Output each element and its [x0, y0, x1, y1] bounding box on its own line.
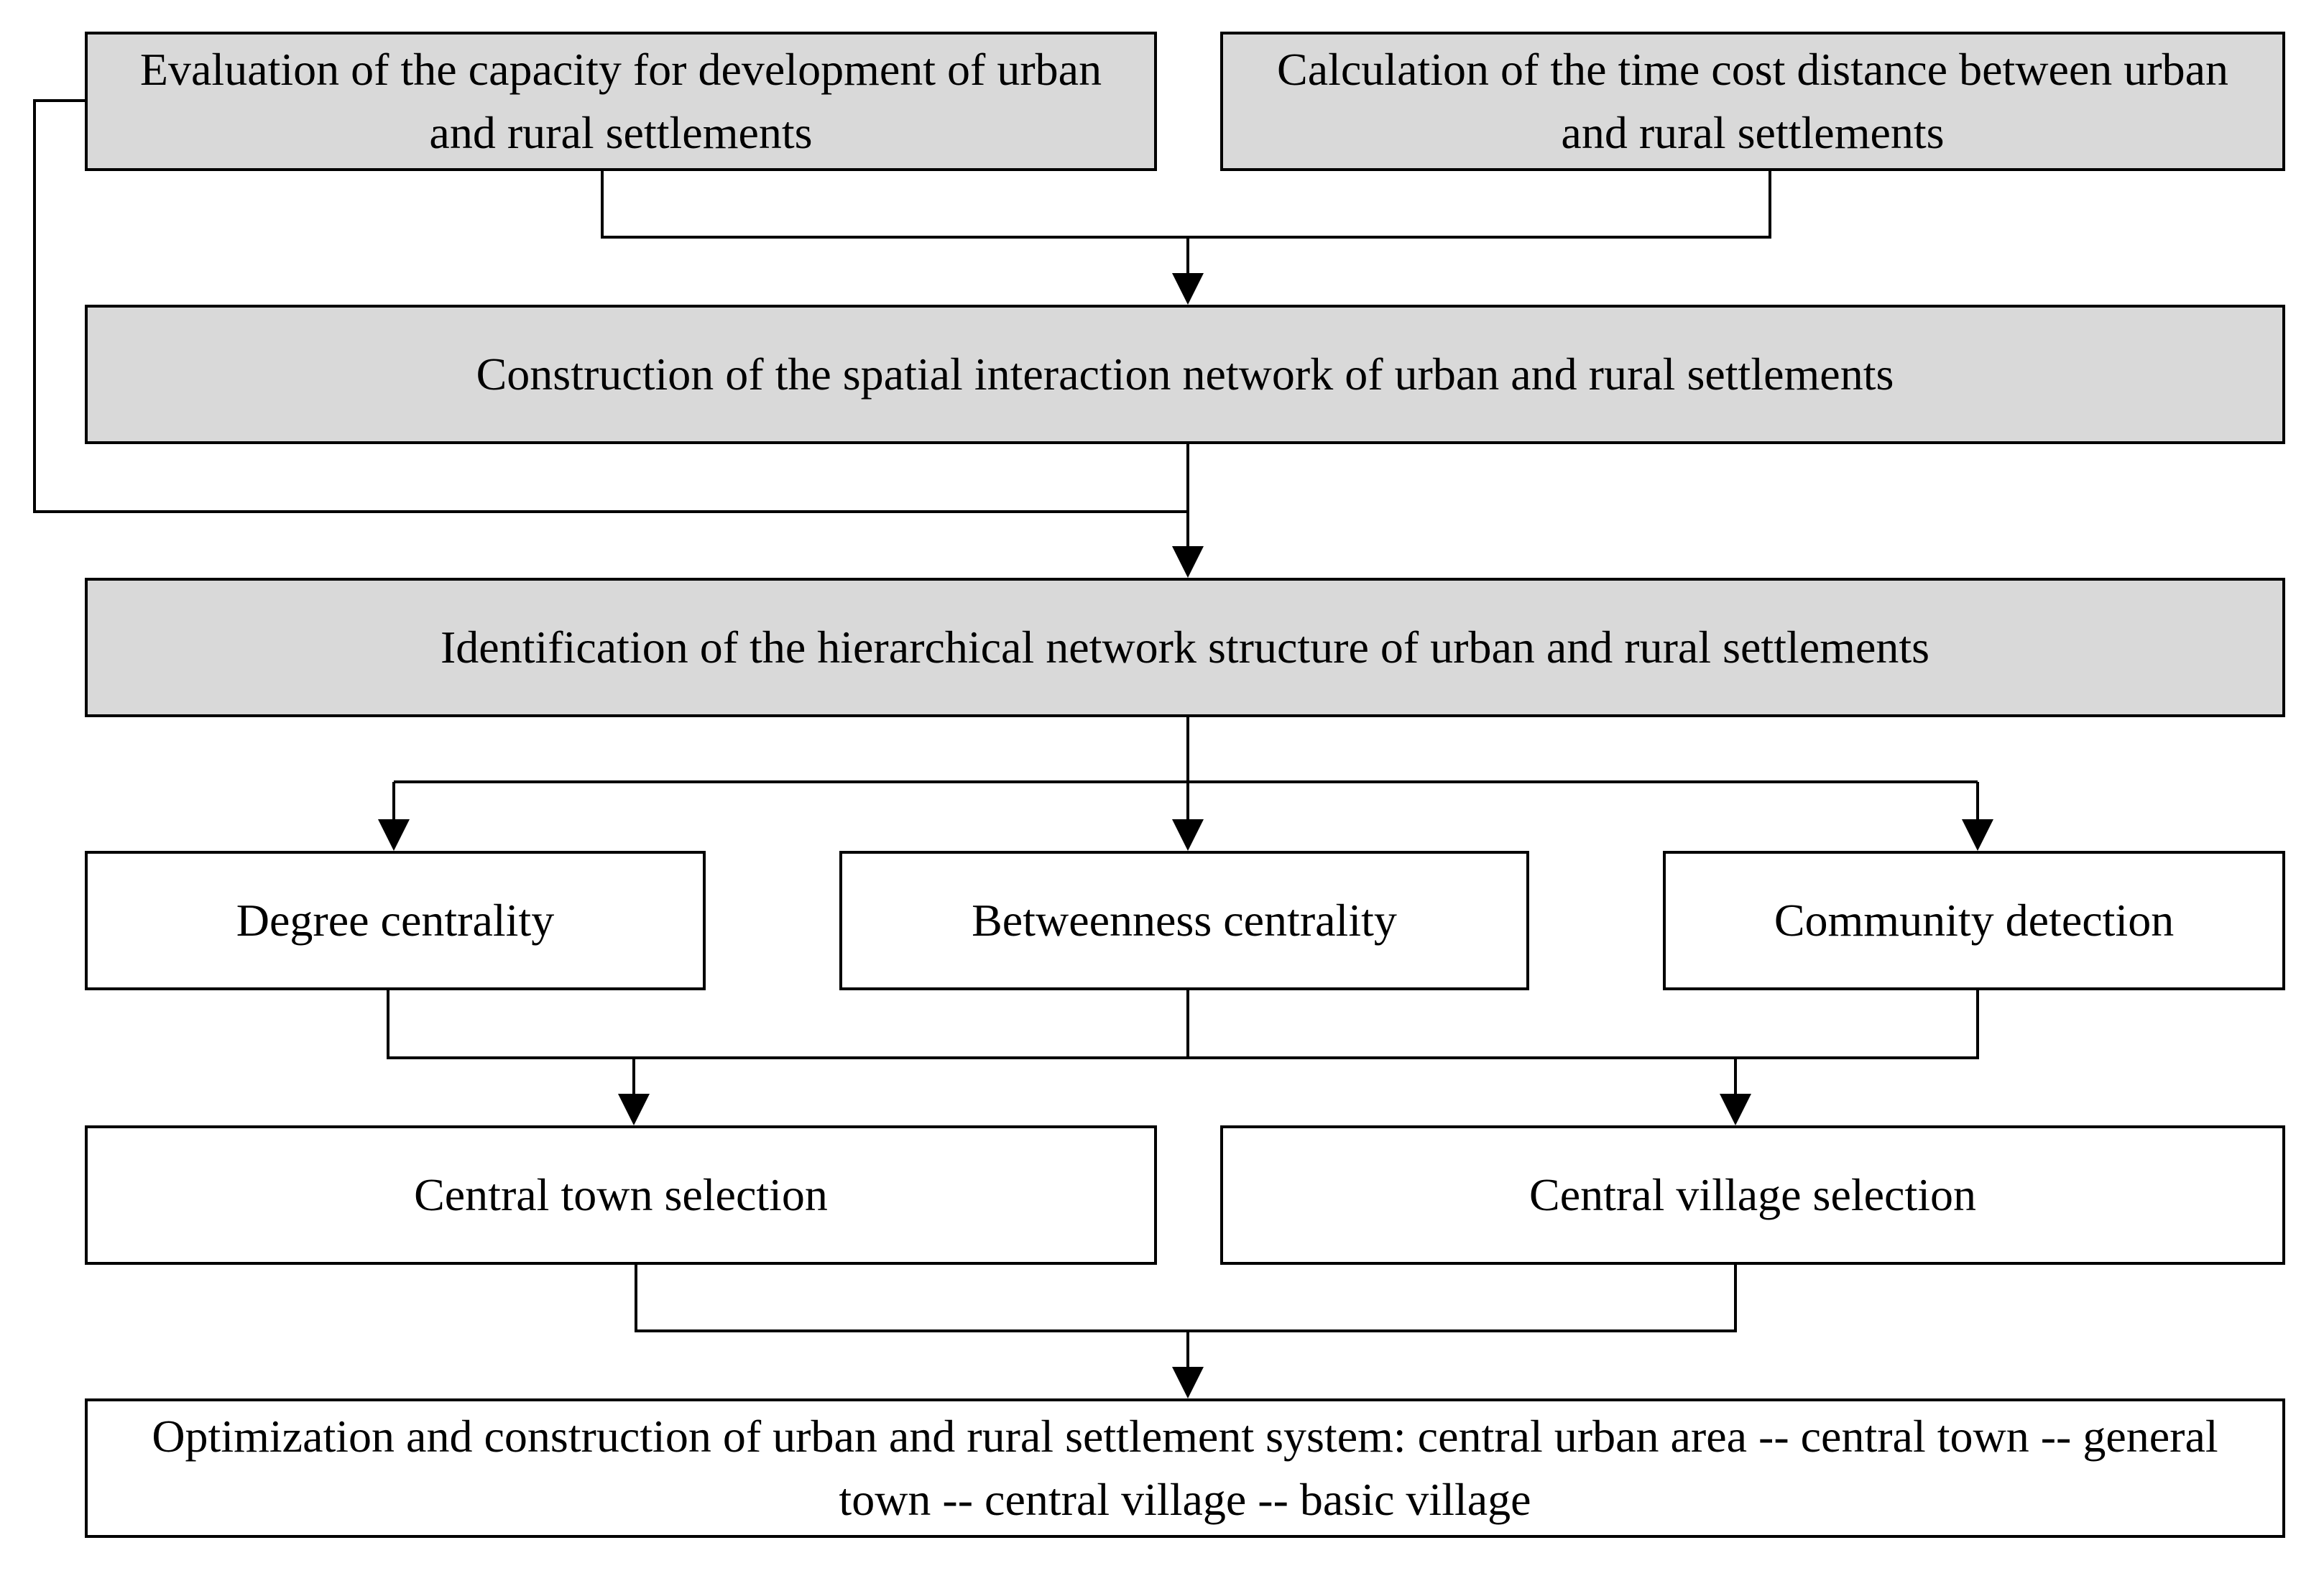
node-settlement-system-optimization-label: Optimization and construction of urban a…	[152, 1411, 2218, 1525]
arrowhead-betweenness	[1172, 819, 1204, 851]
node-central-town-selection: Central town selection	[85, 1125, 1157, 1265]
node-central-town-selection-label: Central town selection	[414, 1169, 828, 1220]
node-settlement-system-optimization: Optimization and construction of urban a…	[85, 1398, 2285, 1538]
arrowhead-optimization	[1172, 1367, 1204, 1398]
node-time-cost-distance-label: Calculation of the time cost distance be…	[1277, 44, 2228, 158]
node-capacity-evaluation: Evaluation of the capacity for developme…	[85, 32, 1157, 171]
node-community-detection-label: Community detection	[1774, 895, 2175, 946]
connector-capacity-bypass	[33, 99, 1188, 513]
node-interaction-network: Construction of the spatial interaction …	[85, 305, 2285, 444]
node-central-village-selection: Central village selection	[1220, 1125, 2285, 1265]
connector-capacity-merge	[601, 170, 1771, 239]
node-degree-centrality-label: Degree centrality	[236, 895, 555, 946]
connector-final-merge	[635, 1265, 1737, 1332]
node-degree-centrality: Degree centrality	[85, 851, 706, 990]
node-community-detection: Community detection	[1663, 851, 2285, 990]
arrowhead-central-town	[618, 1094, 650, 1125]
node-central-village-selection-label: Central village selection	[1529, 1169, 1976, 1220]
node-interaction-network-label: Construction of the spatial interaction …	[476, 349, 1894, 400]
arrowhead-community	[1962, 819, 1993, 851]
arrowhead-network	[1172, 273, 1204, 305]
connector-three-merge	[387, 990, 1979, 1059]
arrowhead-degree	[378, 819, 410, 851]
node-hierarchical-structure: Identification of the hierarchical netwo…	[85, 578, 2285, 717]
arrowhead-central-village	[1720, 1094, 1751, 1125]
node-betweenness-centrality-label: Betweenness centrality	[972, 895, 1397, 946]
node-hierarchical-structure-label: Identification of the hierarchical netwo…	[440, 622, 1930, 673]
node-time-cost-distance: Calculation of the time cost distance be…	[1220, 32, 2285, 171]
node-capacity-evaluation-label: Evaluation of the capacity for developme…	[139, 44, 1102, 158]
arrowhead-hierarchy	[1172, 546, 1204, 578]
node-betweenness-centrality: Betweenness centrality	[839, 851, 1529, 990]
